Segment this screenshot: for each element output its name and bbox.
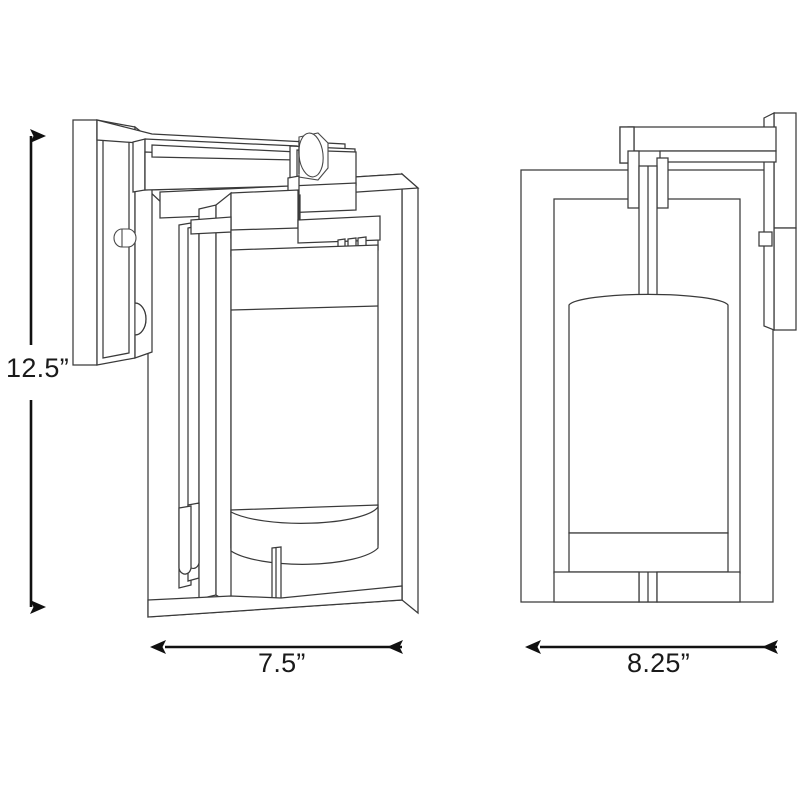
perspective-view — [72, 119, 420, 618]
inner-frame — [178, 191, 232, 606]
wall-mount-backplate-side — [763, 111, 797, 331]
shade-bottom-band-side — [568, 532, 729, 573]
height-dimension-label: 12.5” — [6, 353, 70, 383]
arm-drop-bracket-side — [627, 150, 669, 209]
support-arm-side — [619, 126, 777, 164]
cage-bottom-feet-side — [553, 571, 741, 603]
inner-shade-band — [178, 502, 200, 575]
bottom-stem — [271, 546, 282, 602]
shade-bottom-band — [230, 504, 379, 565]
side-width-dimension-label: 8.25” — [627, 648, 691, 678]
cage-bottom-rail — [147, 585, 403, 618]
front-width-dimension-label: 7.5” — [258, 648, 306, 678]
cylindrical-finial — [298, 132, 329, 181]
cylindrical-glass-shade-side — [568, 293, 729, 534]
inner-top-ledge — [190, 189, 299, 239]
side-profile-view — [520, 111, 797, 603]
backplate-tab-side — [758, 231, 773, 247]
mounting-screw-boss — [113, 228, 147, 336]
